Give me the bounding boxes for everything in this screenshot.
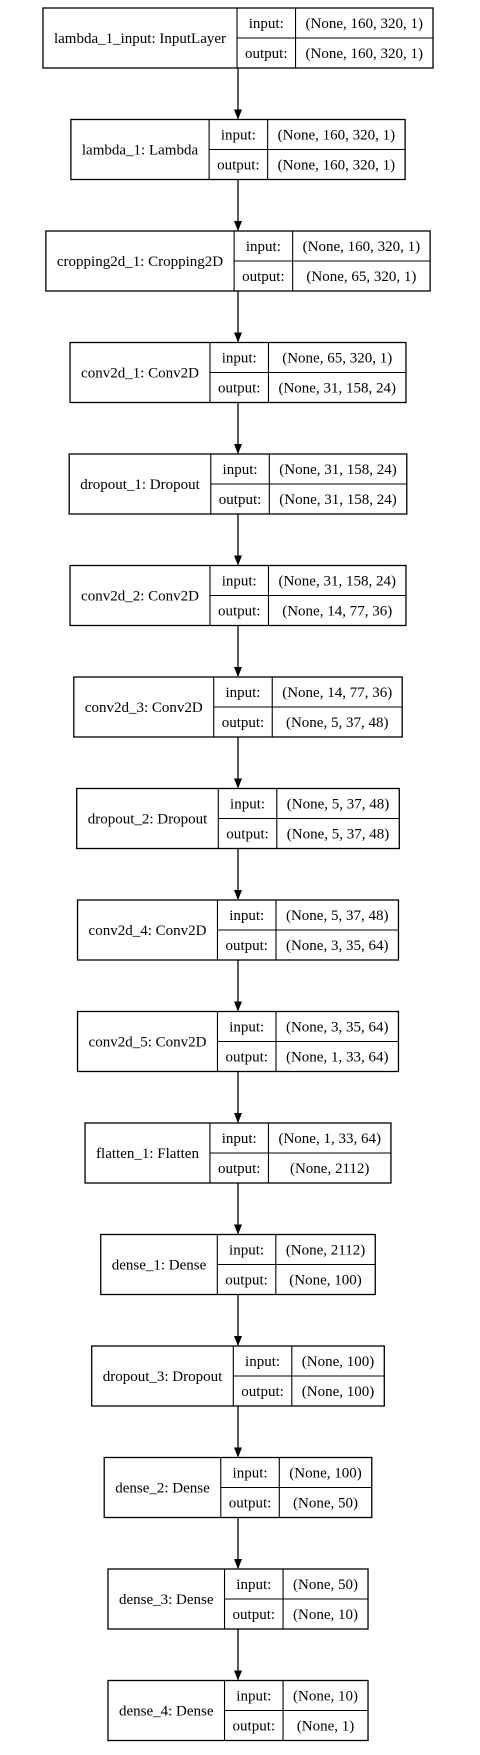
output-shape: (None, 3, 35, 64) — [286, 938, 388, 954]
layer-node: dropout_2: Dropout input: output: (None, 5,… — [76, 787, 400, 850]
layer-name: conv2d_3: Conv2D — [85, 700, 203, 716]
layer-node: conv2d_1: Conv2D input: output: (None, 65, … — [69, 341, 407, 404]
input-label: input: — [229, 908, 264, 924]
layer-node: dropout_3: Dropout input: output: (None, 10… — [91, 1345, 385, 1407]
layer-node: conv2d_5: Conv2D input: output: (None, 3, 3… — [76, 1010, 400, 1073]
input-shape: (None, 50) — [293, 1577, 358, 1593]
input-label: input: — [221, 128, 256, 144]
output-shape: (None, 160, 320, 1) — [278, 158, 395, 174]
output-label: output: — [225, 1050, 268, 1066]
input-shape: (None, 5, 37, 48) — [286, 908, 388, 924]
layer-node: dense_1: Dense input: output: (None, 2112) (… — [100, 1233, 376, 1296]
layer-name: lambda_1: Lambda — [82, 143, 199, 159]
input-shape: (None, 2112) — [286, 1243, 365, 1259]
output-shape: (None, 50) — [293, 1496, 358, 1512]
output-label: output: — [218, 604, 261, 620]
layer-box — [107, 1679, 369, 1742]
layer-node: dropout_1: Dropout input: output: (None, 31… — [68, 453, 408, 515]
output-shape: (None, 14, 77, 36) — [282, 604, 392, 620]
input-shape: (None, 10) — [293, 1689, 358, 1705]
layer-node: conv2d_2: Conv2D input: output: (None, 31, … — [69, 564, 407, 627]
input-label: input: — [223, 462, 258, 478]
output-label: output: — [225, 938, 268, 954]
input-label: input: — [229, 1020, 264, 1036]
input-label: input: — [236, 1689, 271, 1705]
layer-name: flatten_1: Flatten — [96, 1146, 199, 1162]
layer-node: conv2d_4: Conv2D input: output: (None, 5, 3… — [76, 899, 400, 961]
layer-name: dense_1: Dense — [112, 1258, 207, 1274]
output-shape: (None, 100) — [302, 1384, 374, 1400]
layer-name: dense_4: Dense — [119, 1704, 214, 1720]
input-shape: (None, 160, 320, 1) — [306, 16, 423, 32]
layer-node: lambda_1: Lambda input: output: (None, 160,… — [70, 118, 406, 181]
input-label: input: — [233, 1466, 268, 1482]
output-shape: (None, 31, 158, 24) — [278, 381, 395, 397]
output-shape: (None, 31, 158, 24) — [279, 492, 396, 508]
output-shape: (None, 65, 320, 1) — [306, 269, 416, 285]
output-label: output: — [222, 715, 265, 731]
output-shape: (None, 5, 37, 48) — [287, 827, 389, 843]
input-shape: (None, 1, 33, 64) — [278, 1131, 380, 1147]
output-label: output: — [218, 1161, 261, 1177]
output-label: output: — [241, 1384, 284, 1400]
output-label: output: — [229, 1496, 272, 1512]
input-label: input: — [225, 685, 260, 701]
input-shape: (None, 65, 320, 1) — [282, 351, 392, 367]
layer-name: cropping2d_1: Cropping2D — [57, 254, 223, 270]
input-shape: (None, 31, 158, 24) — [278, 574, 395, 590]
input-shape: (None, 5, 37, 48) — [287, 797, 389, 813]
layer-node: flatten_1: Flatten input: output: (None, 1,… — [84, 1122, 392, 1184]
layer-name: dense_2: Dense — [115, 1481, 210, 1497]
output-shape: (None, 10) — [293, 1607, 358, 1623]
input-shape: (None, 14, 77, 36) — [282, 685, 392, 701]
input-label: input: — [236, 1577, 271, 1593]
input-label: input: — [222, 1131, 257, 1147]
output-label: output: — [226, 827, 269, 843]
output-label: output: — [219, 492, 262, 508]
layer-node: lambda_1_input: InputLayer input: output: (… — [42, 7, 434, 69]
output-label: output: — [245, 46, 288, 62]
output-shape: (None, 1, 33, 64) — [286, 1050, 388, 1066]
input-shape: (None, 3, 35, 64) — [286, 1020, 388, 1036]
layer-nodes: lambda_1_input: InputLayer input: output: (… — [42, 7, 434, 1742]
input-label: input: — [230, 797, 265, 813]
input-shape: (None, 160, 320, 1) — [303, 239, 420, 255]
input-label: input: — [249, 16, 284, 32]
output-shape: (None, 2112) — [290, 1161, 369, 1177]
input-shape: (None, 160, 320, 1) — [278, 128, 395, 144]
input-shape: (None, 31, 158, 24) — [279, 462, 396, 478]
input-shape: (None, 100) — [302, 1354, 374, 1370]
layer-node: dense_2: Dense input: output: (None, 100) (N… — [103, 1456, 373, 1519]
layer-node: conv2d_3: Conv2D input: output: (None, 14, … — [73, 676, 403, 738]
input-label: input: — [222, 574, 257, 590]
output-label: output: — [217, 158, 260, 174]
layer-node: dense_4: Dense input: output: (None, 10) (No… — [107, 1679, 369, 1742]
input-label: input: — [229, 1243, 264, 1259]
layer-name: lambda_1_input: InputLayer — [54, 31, 226, 47]
output-shape: (None, 160, 320, 1) — [306, 46, 423, 62]
layer-node: dense_3: Dense input: output: (None, 50) (No… — [107, 1568, 369, 1630]
input-label: input: — [246, 239, 281, 255]
output-shape: (None, 5, 37, 48) — [286, 715, 388, 731]
layer-node: cropping2d_1: Cropping2D input: output: (No… — [45, 230, 431, 292]
output-label: output: — [242, 269, 285, 285]
layer-name: dropout_3: Dropout — [103, 1369, 223, 1385]
layer-name: conv2d_4: Conv2D — [89, 923, 207, 939]
input-shape: (None, 100) — [289, 1466, 361, 1482]
output-shape: (None, 100) — [289, 1273, 361, 1289]
layer-name: conv2d_1: Conv2D — [81, 366, 199, 382]
layer-name: conv2d_2: Conv2D — [81, 589, 199, 605]
layer-name: dense_3: Dense — [119, 1592, 214, 1608]
output-label: output: — [233, 1719, 276, 1735]
output-label: output: — [218, 381, 261, 397]
output-label: output: — [233, 1607, 276, 1623]
layer-name: dropout_2: Dropout — [88, 812, 208, 828]
layer-name: dropout_1: Dropout — [80, 477, 200, 493]
output-shape: (None, 1) — [297, 1719, 354, 1735]
input-label: input: — [222, 351, 257, 367]
input-label: input: — [245, 1354, 280, 1370]
layer-name: conv2d_5: Conv2D — [89, 1035, 207, 1051]
output-label: output: — [225, 1273, 268, 1289]
